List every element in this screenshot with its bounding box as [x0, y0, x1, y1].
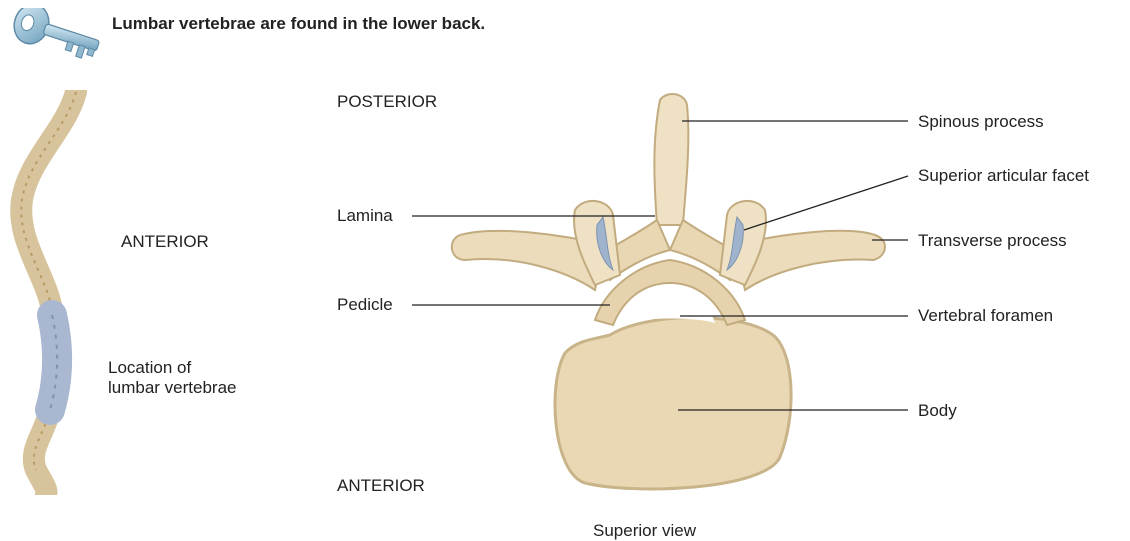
- view-caption: Superior view: [593, 521, 696, 541]
- spinous-process-shape: [654, 94, 688, 225]
- label-vertebral-foramen: Vertebral foramen: [918, 306, 1053, 326]
- caption-line-2: lumbar vertebrae: [108, 378, 237, 398]
- label-lamina: Lamina: [337, 206, 393, 226]
- lumbar-location-caption: Location of lumbar vertebrae: [108, 358, 237, 398]
- label-transverse-process: Transverse process: [918, 231, 1067, 251]
- caption-line-1: Location of: [108, 358, 237, 378]
- lumbar-vertebra-illustration: [435, 85, 905, 500]
- posterior-label: POSTERIOR: [337, 92, 437, 112]
- label-body: Body: [918, 401, 957, 421]
- spine-anterior-label: ANTERIOR: [121, 232, 209, 252]
- label-superior-articular-facet: Superior articular facet: [918, 166, 1089, 186]
- spine-illustration: [6, 90, 96, 495]
- vertebra-anterior-label: ANTERIOR: [337, 476, 425, 496]
- label-pedicle: Pedicle: [337, 295, 393, 315]
- vertebral-body: [555, 317, 791, 488]
- key-icon: [6, 8, 104, 70]
- label-spinous-process: Spinous process: [918, 112, 1044, 132]
- page-title: Lumbar vertebrae are found in the lower …: [112, 14, 485, 34]
